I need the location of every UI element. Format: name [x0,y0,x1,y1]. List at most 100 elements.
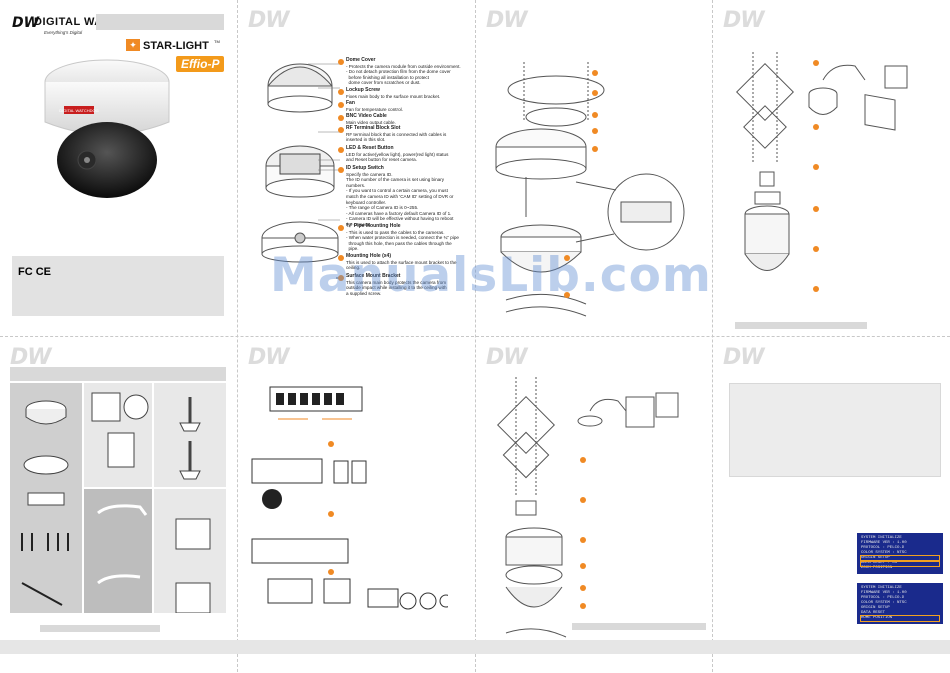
certifications: FC CE [18,266,51,278]
page-mark: DW [723,345,765,370]
part-title: Dome Cover [346,57,376,63]
part-description-line: the camera. [346,221,371,227]
part-title: Surface Mount Bracket [346,273,401,279]
part-title: ID Setup Switch [346,165,384,171]
part-description-line: Fan for temperature control. [346,106,403,112]
osd-line: DATA RESET [861,611,886,615]
osd-line: HOME POSITION [860,615,940,622]
part-description-line: numbers. [346,182,366,188]
part-title: Fan [346,100,355,106]
osd-line: SYSTEM INITIALIZE [861,586,902,590]
part-description-line: keyboard controller. [346,199,387,205]
step-marker [813,60,819,66]
step-marker [813,206,819,212]
step-marker [592,112,598,118]
part-description-line: RF terminal block that is connected with… [346,131,447,137]
page-mark: DW [248,345,290,370]
step-marker [813,124,819,130]
camera-image: DIGITAL WATCHDOG [44,59,170,198]
part-description-line: LED for active(yellow light), power(red … [346,151,449,157]
package-title-bar [10,367,226,381]
part-marker [338,89,344,95]
part-marker [338,147,344,153]
part-description-line: Fixes main body to the surface mount bra… [346,93,441,99]
osd-line: SYSTEM INITIALIZE [861,536,902,540]
note-bar [40,625,160,632]
trademark: TM [214,39,220,44]
step-marker [328,569,334,575]
camera-badge: DIGITAL WATCHDOG [59,108,99,113]
part-item: ¾" Pipe Mounting Hole- This is used to p… [346,223,474,252]
step-marker [564,255,570,261]
part-title: BNC Video Cable [346,113,387,119]
page-mark: DW [723,8,765,33]
step-marker [592,128,598,134]
osd-line: ORIGIN SETUP [861,606,890,610]
step-marker [592,90,598,96]
wiring-diagram [251,386,448,610]
part-item: Mounting Hole (x4)This is used to attach… [346,253,474,271]
step-marker [580,497,586,503]
part-description-line: match the camera ID with 'CAM ID' settin… [346,193,454,199]
wiring-panel: DW [238,337,475,673]
osd-line: FIRMWARE VER : 1.00 [861,541,907,545]
install-panel-1: DW [476,0,713,336]
part-description-line: - When water protection is needed, conne… [346,235,459,241]
osd-line: FIRMWARE VER : 1.00 [861,591,907,595]
part-description-line: a supplied screw. [346,290,382,296]
starlight-text: STAR-LIGHT [143,40,209,52]
step-marker [813,246,819,252]
part-description-line: The ID number of the camera is set using… [346,177,445,183]
part-description-line: and Reset button for reset camera. [346,157,417,163]
part-marker [338,255,344,261]
part-marker [338,59,344,65]
part-description-line: - Camera ID will be effective without ha… [346,216,454,222]
brand-tagline: Everything's Digital [44,30,83,35]
step-marker [592,70,598,76]
part-description-line: inserted in this slot. [346,137,386,143]
part-title: Lockup Screw [346,87,380,93]
part-description-line: outside impact while installing it to th… [346,285,447,291]
bracket-install-diagram [497,377,679,638]
starlight-logo: ✦ STAR-LIGHT TM [126,38,222,52]
part-description-line: - Protects the camera module from outsid… [346,63,461,69]
step-marker [592,146,598,152]
footer-strip [0,640,950,654]
install-panel-2: DW [713,0,950,336]
part-title: RF Terminal Block Slot [346,125,401,131]
part-marker [338,225,344,231]
parts-panel: DW Dome Cover- Protects the camera modul… [238,0,475,336]
osd-note-box [729,383,941,477]
part-item: Dome Cover- Protects the camera module f… [346,57,474,86]
step-marker [813,286,819,292]
osd-line: PROTOCOL : PELCO-D [861,546,905,550]
effio-badge: Effio-P [176,56,225,72]
svg-text:✦: ✦ [129,41,137,51]
part-marker [338,167,344,173]
title-bar [96,14,224,30]
step-marker [328,441,334,447]
package-items [21,392,211,613]
parts-exploded-diagram [261,63,342,279]
osd-line: COLOR SYSTEM : NTSC [861,551,907,555]
osd-line: ZOOM POSITION [861,566,893,570]
step-marker [580,585,586,591]
part-title: Mounting Hole (x4) [346,253,391,259]
page-mark: DW [486,8,528,33]
osd-line: DATA RESET : OK [860,560,940,567]
fold-line [0,336,950,337]
part-description-line: - The range of Camera ID is 0~255. [346,205,419,211]
note-bar [572,623,706,630]
part-description-line: - All cameras have a factory default Cam… [346,210,452,216]
package-panel: DW [0,337,237,673]
osd-line: COLOR SYSTEM : NTSC [861,601,907,605]
part-description-line: - If you want to control a certain camer… [346,188,448,194]
